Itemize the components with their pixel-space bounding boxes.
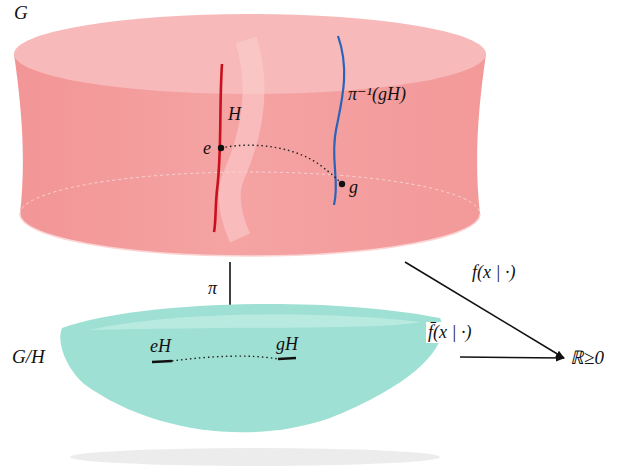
coset-mark: [152, 361, 172, 362]
coset-mark: [278, 358, 296, 359]
blob-illustration: [8, 322, 460, 454]
math-label: eH: [150, 336, 171, 357]
codomain-label: ℝ≥0: [566, 344, 608, 372]
element-point: [339, 181, 345, 187]
blob-highlight: [90, 314, 420, 330]
ground-shadow: [70, 448, 440, 466]
node-label: G/H: [12, 346, 45, 368]
fiber-curve: [334, 36, 344, 205]
node-label: ℝ≥0: [570, 347, 604, 369]
path-curve: [221, 145, 342, 184]
bottom-rim: [20, 214, 480, 256]
node-label: G: [14, 2, 28, 24]
map-arrow: [460, 357, 564, 358]
map-label: f̄(x | ·): [426, 322, 473, 343]
identity-point: [218, 145, 224, 151]
hidden-rim: [20, 172, 480, 214]
group-cylinder: G: [0, 0, 495, 262]
quotient-blob: [60, 304, 442, 432]
math-label: e: [203, 138, 211, 159]
map-label: f(x | ·): [470, 262, 517, 283]
quotient-space: G/H: [8, 322, 460, 454]
cylinder-illustration: [0, 0, 495, 262]
math-label: H: [228, 104, 241, 125]
highlight-band: [230, 40, 254, 238]
path-curve: [172, 356, 278, 361]
math-label: g: [349, 177, 358, 198]
math-label: π⁻¹(gH): [348, 84, 406, 105]
map-label: π: [206, 278, 219, 299]
math-label: gH: [276, 334, 298, 355]
